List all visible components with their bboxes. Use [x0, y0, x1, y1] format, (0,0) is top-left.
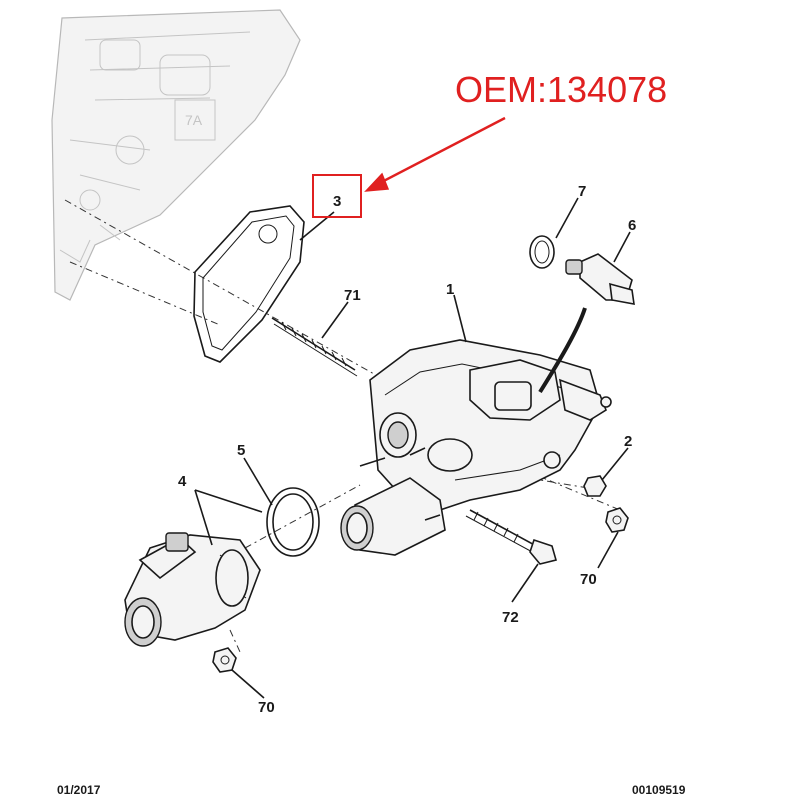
- thermostat-part-4: [124, 532, 261, 647]
- callout-70-lower: 70: [258, 699, 275, 716]
- thermostat-housing-part-1: [340, 339, 612, 556]
- footer-date: 01/2017: [57, 783, 101, 797]
- gasket-part-3: [193, 205, 305, 363]
- o-ring-part-7: [529, 235, 555, 269]
- nut-part-70-lower: [212, 647, 237, 673]
- nut-part-2: [583, 475, 607, 497]
- callout-70-right: 70: [580, 571, 597, 588]
- callout-7: 7: [578, 183, 586, 200]
- callout-5: 5: [237, 442, 245, 459]
- svg-text:7A: 7A: [185, 112, 203, 128]
- callout-6: 6: [628, 217, 636, 234]
- callout-1: 1: [446, 281, 454, 298]
- engine-block: 7A: [51, 9, 301, 301]
- nut-part-70-right: [605, 507, 629, 533]
- highlight-box: [312, 174, 362, 218]
- callout-71: 71: [344, 287, 361, 304]
- callout-2: 2: [624, 433, 632, 450]
- red-arrow-icon: [364, 116, 506, 192]
- callout-72: 72: [502, 609, 519, 626]
- callout-4: 4: [178, 473, 187, 490]
- bolt-part-72: [465, 509, 557, 565]
- callout-3: 3: [333, 193, 341, 210]
- leader-lines: [194, 197, 631, 699]
- o-ring-part-5: [266, 487, 320, 557]
- sensor-part-6: [538, 253, 635, 394]
- stud-part-71: [271, 317, 358, 377]
- oem-label: OEM:134078: [455, 69, 667, 110]
- footer-ref: 00109519: [632, 783, 686, 797]
